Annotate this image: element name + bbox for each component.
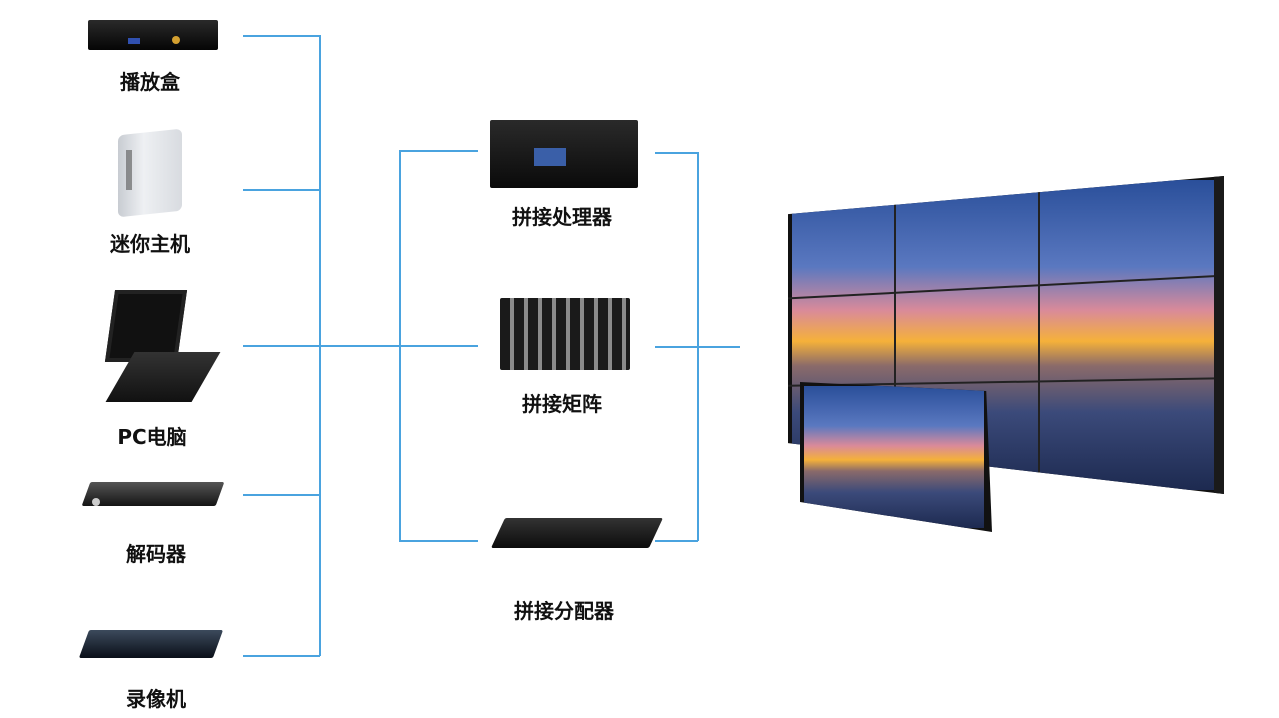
single-monitor — [800, 382, 992, 532]
processor-label: 拼接处理器 — [512, 205, 612, 229]
connector-line — [243, 189, 320, 191]
connector-line — [243, 35, 320, 37]
laptop-icon — [104, 290, 221, 405]
connector-line — [655, 540, 698, 542]
source-label: 迷你主机 — [110, 232, 190, 256]
source-label: 播放盒 — [120, 70, 180, 94]
splicing-distributor-icon — [491, 508, 663, 556]
connector-line — [243, 345, 478, 347]
processor-label: 拼接矩阵 — [522, 392, 602, 416]
connector-line — [399, 150, 401, 541]
connector-line — [399, 540, 478, 542]
mini-pc-icon — [118, 128, 182, 218]
source-label: 解码器 — [126, 542, 186, 566]
media-player-box-icon — [88, 12, 218, 50]
processor-label: 拼接分配器 — [514, 599, 614, 623]
connector-line — [319, 35, 321, 656]
source-label: PC电脑 — [117, 425, 187, 449]
connector-line — [243, 494, 320, 496]
connector-line — [655, 152, 698, 154]
connector-line — [243, 655, 320, 657]
splicing-matrix-icon — [500, 298, 630, 370]
connector-line — [399, 150, 478, 152]
source-label: 录像机 — [126, 687, 186, 711]
video-recorder-icon — [78, 626, 224, 662]
splicing-processor-icon — [490, 110, 638, 188]
decoder-icon — [81, 478, 225, 514]
connector-line — [697, 152, 699, 541]
